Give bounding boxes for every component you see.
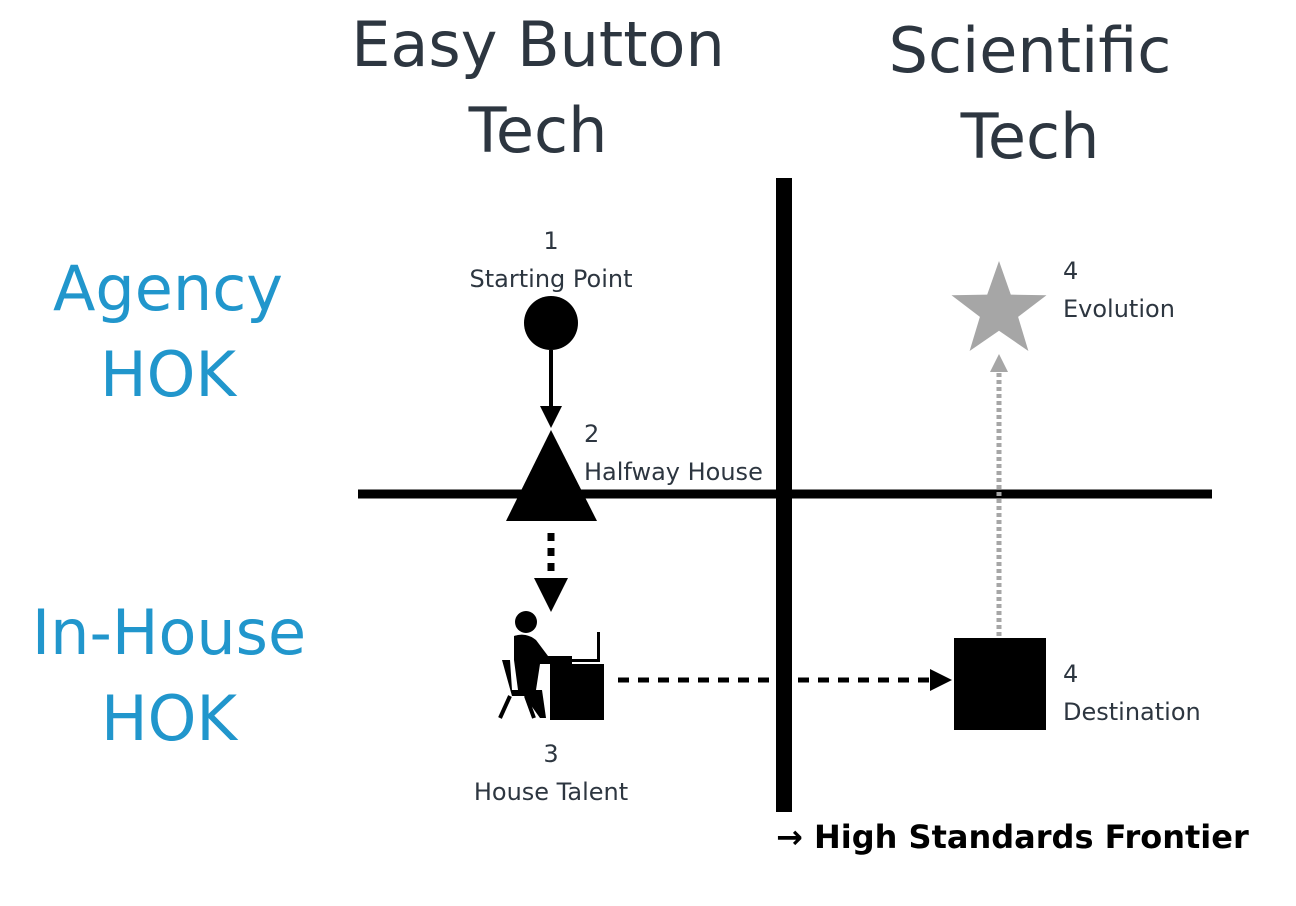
evolution-star [951, 261, 1047, 351]
row-header-agency-line1: Agency [53, 252, 283, 325]
arrowhead-talent-to-destination [930, 669, 952, 691]
starting-point-circle [524, 296, 578, 350]
starting-point-label: 1 Starting Point [431, 222, 671, 298]
high-standards-frontier-caption: → High Standards Frontier [776, 818, 1249, 856]
right-arrow-icon: → [776, 818, 803, 856]
halfway-house-triangle [506, 430, 597, 521]
column-header-easy-button-line2: Tech [468, 94, 608, 167]
row-header-in-house-line2: HOK [100, 682, 238, 755]
column-header-scientific-line1: Scientific [888, 14, 1172, 87]
frontier-label: High Standards Frontier [813, 818, 1249, 856]
starting-point-text: Starting Point [469, 265, 633, 293]
arrowhead-halfway-to-talent [534, 578, 568, 612]
halfway-house-text: Halfway House [584, 458, 763, 486]
row-header-in-house-line1: In-House [31, 596, 307, 669]
evolution-text: Evolution [1063, 295, 1175, 323]
destination-label: 4 Destination [1063, 655, 1201, 731]
evolution-number: 4 [1063, 257, 1079, 285]
house-talent-text: House Talent [473, 778, 629, 806]
row-header-in-house-hok: In-House HOK [14, 590, 324, 762]
column-header-easy-button-tech: Easy Button Tech [338, 2, 738, 174]
row-header-agency-line2: HOK [99, 338, 237, 411]
person-at-desk-icon [498, 611, 604, 720]
evolution-label: 4 Evolution [1063, 252, 1175, 328]
destination-square [954, 638, 1046, 730]
column-header-easy-button-line1: Easy Button [351, 8, 725, 81]
starting-point-number: 1 [543, 227, 559, 255]
house-talent-number: 3 [543, 740, 559, 768]
house-talent-label: 3 House Talent [431, 735, 671, 811]
column-header-scientific-tech: Scientific Tech [830, 8, 1230, 180]
column-header-scientific-line2: Tech [960, 100, 1100, 173]
destination-text: Destination [1063, 698, 1201, 726]
arrowhead-start-to-halfway [540, 406, 562, 428]
halfway-house-number: 2 [584, 420, 600, 448]
row-header-agency-hok: Agency HOK [18, 246, 318, 418]
destination-number: 4 [1063, 660, 1079, 688]
arrowhead-destination-to-evolution [990, 354, 1008, 372]
halfway-house-label: 2 Halfway House [584, 415, 763, 491]
